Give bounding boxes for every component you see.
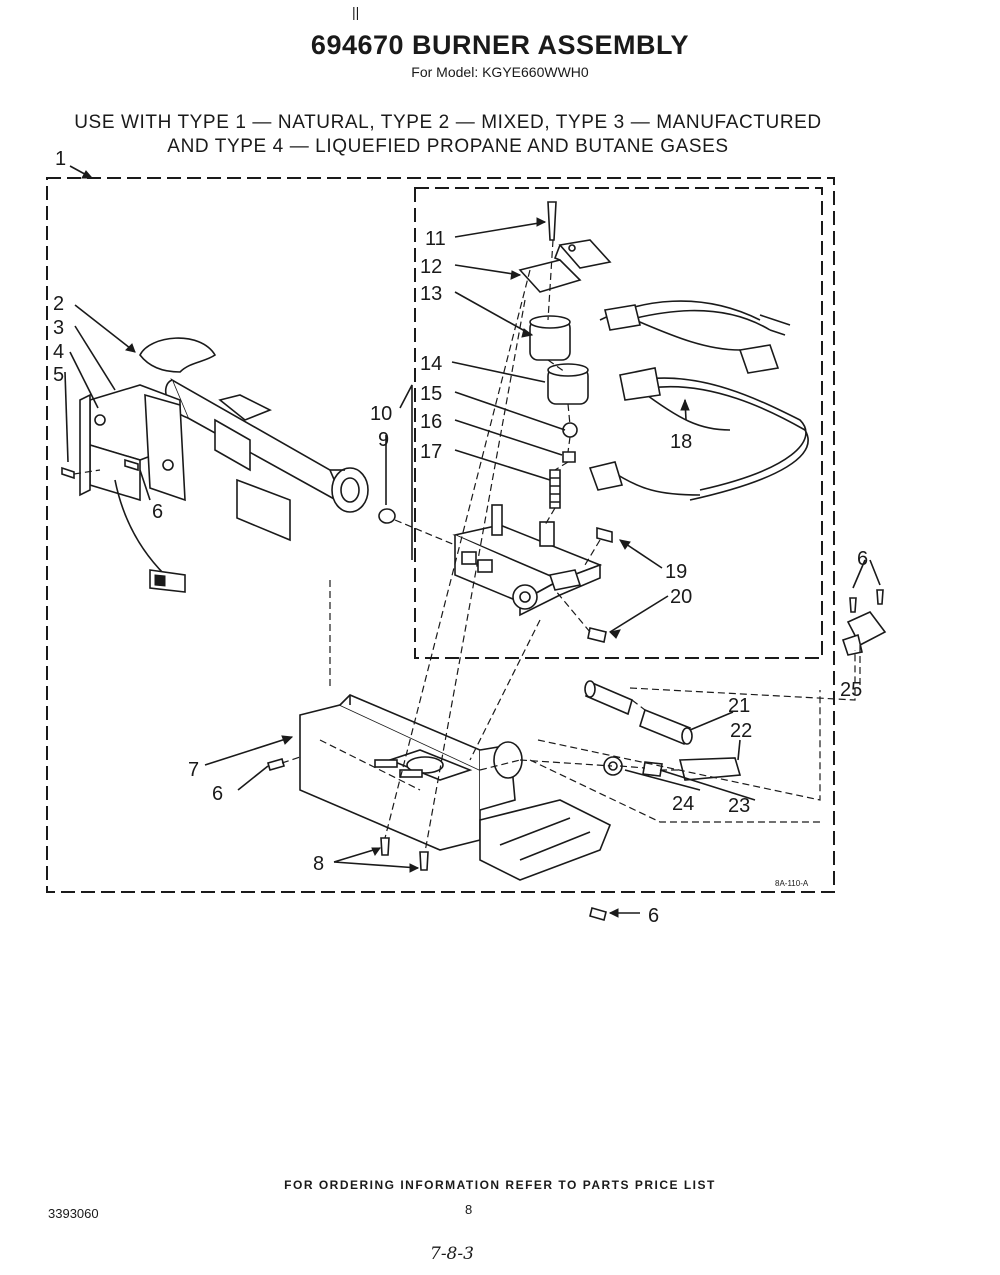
- callout-11: 11: [425, 228, 446, 250]
- screw-6-bracket: [124, 458, 139, 472]
- gas-valve-body: [452, 504, 603, 617]
- page-title: 694670 BURNER ASSEMBLY: [310, 30, 690, 60]
- plug-20: [587, 627, 607, 643]
- callout-12: 12: [420, 256, 442, 278]
- callout-17: 17: [420, 441, 442, 463]
- callout-8: 8: [313, 853, 324, 875]
- igniter-bracket: [79, 384, 186, 593]
- orifice-23: [642, 761, 663, 777]
- callout-14: 14: [420, 353, 442, 375]
- handwritten-note: 7-8-3: [430, 1244, 474, 1264]
- orifice-cap-22: [678, 757, 742, 781]
- screw-5: [61, 466, 75, 480]
- wiring-harness-18: [588, 300, 809, 501]
- callout-6-clamp: 6: [857, 548, 868, 570]
- callout-18: 18: [670, 431, 692, 453]
- header-mark: ||: [352, 4, 360, 20]
- ordering-information: FOR ORDERING INFORMATION REFER TO PARTS …: [284, 1178, 716, 1192]
- heat-shield-plate: [236, 478, 291, 542]
- screw-8b: [419, 851, 429, 871]
- callout-13: 13: [420, 283, 442, 305]
- callout-22: 22: [730, 720, 752, 742]
- callout-21: 21: [728, 695, 750, 717]
- callout-1: 1: [55, 148, 66, 170]
- callout-19: 19: [665, 561, 687, 583]
- page-number: 8: [465, 1202, 473, 1217]
- model-subtitle: For Model: KGYE660WWH0: [411, 64, 589, 80]
- gas-usage-line-2: AND TYPE 4 — LIQUEFIED PROPANE AND BUTAN…: [167, 136, 729, 157]
- callout-5: 5: [53, 364, 64, 386]
- callout-23: 23: [728, 795, 750, 817]
- mounting-bracket-12: [518, 259, 582, 293]
- callout-6-bottom: 6: [648, 905, 659, 927]
- callout-24: 24: [672, 793, 694, 815]
- callout-6-bracket: 6: [152, 501, 163, 523]
- screw-6-base: [267, 758, 285, 771]
- orifice-tube-21: [639, 708, 692, 746]
- callout-6-base: 6: [212, 783, 223, 805]
- callout-16: 16: [420, 411, 442, 433]
- screw-6-bottom: [589, 907, 607, 921]
- callout-20: 20: [670, 586, 692, 608]
- callout-15: 15: [420, 383, 442, 405]
- assembly-frame: [46, 177, 835, 893]
- document-number: 3393060: [48, 1206, 99, 1221]
- callout-25: 25: [840, 679, 862, 701]
- callout-2: 2: [53, 293, 64, 315]
- rivet-11: [547, 201, 557, 241]
- grommet-9: [378, 508, 396, 524]
- callout-4: 4: [53, 341, 64, 363]
- nut-15: [562, 422, 578, 438]
- callout-3: 3: [53, 317, 64, 339]
- spring-17: [549, 469, 561, 509]
- callout-10: 10: [370, 403, 392, 425]
- screw-19: [596, 526, 613, 544]
- washer-16: [562, 451, 576, 463]
- figure-code: 8A-110-A: [775, 879, 809, 888]
- clamp-25: [841, 589, 887, 656]
- callout-7: 7: [188, 759, 199, 781]
- valve-subassembly-frame: [414, 187, 823, 659]
- gas-usage-line-1: USE WITH TYPE 1 — NATURAL, TYPE 2 — MIXE…: [74, 112, 822, 133]
- burner-base-bracket: [299, 694, 612, 881]
- callout-9: 9: [378, 429, 389, 451]
- screw-8a: [380, 837, 390, 856]
